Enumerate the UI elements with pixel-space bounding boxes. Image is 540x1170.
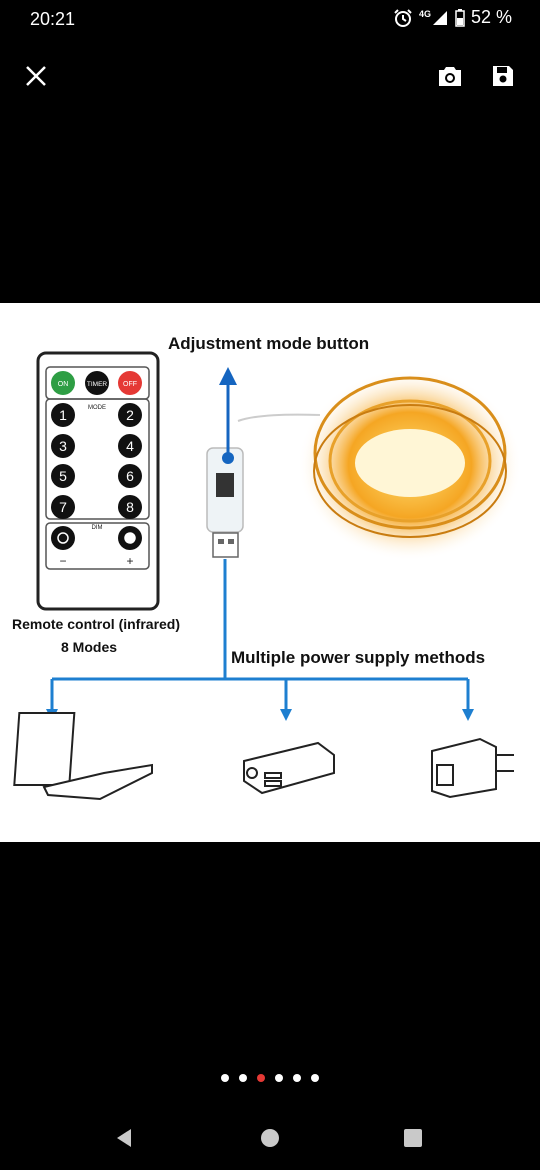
laptop-illustration [13, 712, 153, 801]
pager-dot[interactable] [221, 1074, 229, 1082]
pager-dot-active[interactable] [257, 1074, 265, 1082]
remote-on-label: ON [58, 381, 69, 388]
remote-caption-line1: Remote control (infrared) [12, 616, 181, 632]
remote-button-7: 7 [59, 499, 67, 515]
remote-button-3: 3 [59, 438, 67, 454]
product-illustration: ON TIMER OFF MODE 1 2 3 4 5 6 7 8 DIM − … [13, 351, 522, 801]
camera-icon [439, 67, 461, 86]
close-icon [26, 66, 46, 86]
power-bank-illustration [243, 741, 335, 795]
power-supply-label: Multiple power supply methods [231, 648, 486, 667]
system-nav-bar [0, 1110, 540, 1170]
adjustment-heading: Adjustment mode button [168, 334, 370, 353]
usb-controller [206, 413, 321, 558]
home-button[interactable] [248, 1116, 292, 1160]
back-button[interactable] [102, 1116, 146, 1160]
status-bar: 20:21 4G 52 % [0, 0, 540, 40]
remote-mode-label: MODE [88, 405, 106, 411]
fairy-lights [298, 369, 522, 561]
battery-percent: 52 % [470, 7, 512, 27]
wall-adapter-illustration [431, 737, 514, 799]
remote-plus-label: + [126, 554, 133, 568]
remote-caption-line2: 8 Modes [61, 639, 118, 655]
battery-icon [455, 8, 465, 27]
home-icon [261, 1129, 279, 1147]
remote-button-4: 4 [126, 438, 134, 454]
remote-dim-label: DIM [92, 525, 103, 531]
power-lines [50, 559, 470, 713]
remote-off-label: OFF [123, 381, 137, 388]
image-pager [0, 1074, 540, 1082]
status-time: 20:21 [30, 9, 76, 29]
close-button[interactable] [14, 54, 58, 98]
remote-button-2: 2 [126, 407, 134, 423]
remote-button-1: 1 [59, 407, 67, 423]
remote-control [36, 351, 160, 611]
recents-icon [404, 1129, 422, 1147]
product-image[interactable]: ON TIMER OFF MODE 1 2 3 4 5 6 7 8 DIM − … [0, 303, 540, 842]
network-type: 4G [418, 8, 431, 19]
pager-dot[interactable] [311, 1074, 319, 1082]
save-button[interactable] [481, 54, 525, 98]
viewer-toolbar [0, 48, 540, 108]
signal-icon [432, 10, 447, 25]
save-icon [493, 66, 513, 86]
remote-button-5: 5 [59, 468, 67, 484]
pager-dot[interactable] [293, 1074, 301, 1082]
back-icon [117, 1129, 131, 1147]
remote-button-8: 8 [126, 499, 134, 515]
remote-button-6: 6 [126, 468, 134, 484]
status-icons: 4G 52 % [393, 7, 512, 28]
pager-dot[interactable] [239, 1074, 247, 1082]
pager-dot[interactable] [275, 1074, 283, 1082]
recents-button[interactable] [391, 1116, 435, 1160]
remote-timer-label: TIMER [87, 381, 108, 388]
adjustment-arrow [219, 367, 237, 464]
alarm-icon [394, 8, 412, 27]
camera-button[interactable] [428, 54, 472, 98]
remote-minus-label: − [59, 554, 66, 568]
